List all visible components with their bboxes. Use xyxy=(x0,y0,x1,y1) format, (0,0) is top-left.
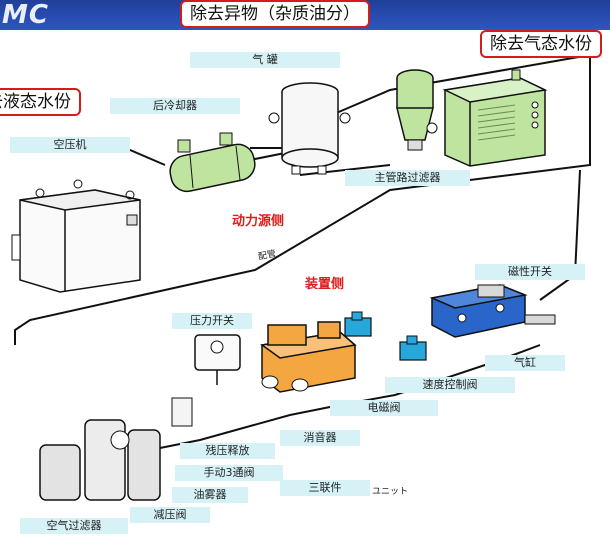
label-aftercooler: 后冷却器 xyxy=(110,98,240,114)
air-dryer-drawing xyxy=(442,69,548,167)
label-residual-pressure-release: 残压释放 xyxy=(180,443,275,459)
label-speed-control-valve: 速度控制阀 xyxy=(385,377,515,393)
callout-remove-liquid: 去液态水份 xyxy=(0,88,81,116)
unit-annotation: ユニット xyxy=(372,487,409,497)
label-manual-3-way-valve: 手动3通阀 xyxy=(175,465,283,481)
frl-unit-drawing xyxy=(39,397,193,501)
logo: MC xyxy=(2,0,49,30)
main-line-filter-drawing xyxy=(396,69,438,151)
label-cylinder: 气缸 xyxy=(485,355,565,371)
label-tank: 气 罐 xyxy=(190,52,340,68)
label-solenoid-valve: 电磁阀 xyxy=(330,400,438,416)
label-regulator: 减压阀 xyxy=(130,507,210,523)
callout-remove-foreign-matter: 除去异物（杂质油分） xyxy=(180,0,370,28)
compressor-drawing xyxy=(11,179,141,293)
air-tank-drawing xyxy=(268,82,351,175)
label-magnetic-switch: 磁性开关 xyxy=(475,264,585,280)
solenoid-valve-drawing xyxy=(260,321,357,393)
label-frl-unit: 三联件 xyxy=(280,480,370,496)
pressure-switch-drawing xyxy=(194,334,241,385)
label-muffler: 消音器 xyxy=(280,430,360,446)
section-device-side: 装置侧 xyxy=(305,277,345,292)
callout-remove-vapor: 除去气态水份 xyxy=(480,30,602,58)
aftercooler-drawing xyxy=(169,132,256,193)
speed-control-valve-drawing xyxy=(344,311,427,361)
section-power-side: 动力源侧 xyxy=(232,214,285,229)
air-cylinder-drawing xyxy=(429,284,556,338)
label-pressure-switch: 压力开关 xyxy=(172,313,252,329)
label-compressor: 空压机 xyxy=(10,137,130,153)
label-main-line-filter: 主管路过滤器 xyxy=(345,170,470,186)
label-lubricator: 油雾器 xyxy=(172,487,248,503)
label-air-filter: 空气过滤器 xyxy=(20,518,128,534)
